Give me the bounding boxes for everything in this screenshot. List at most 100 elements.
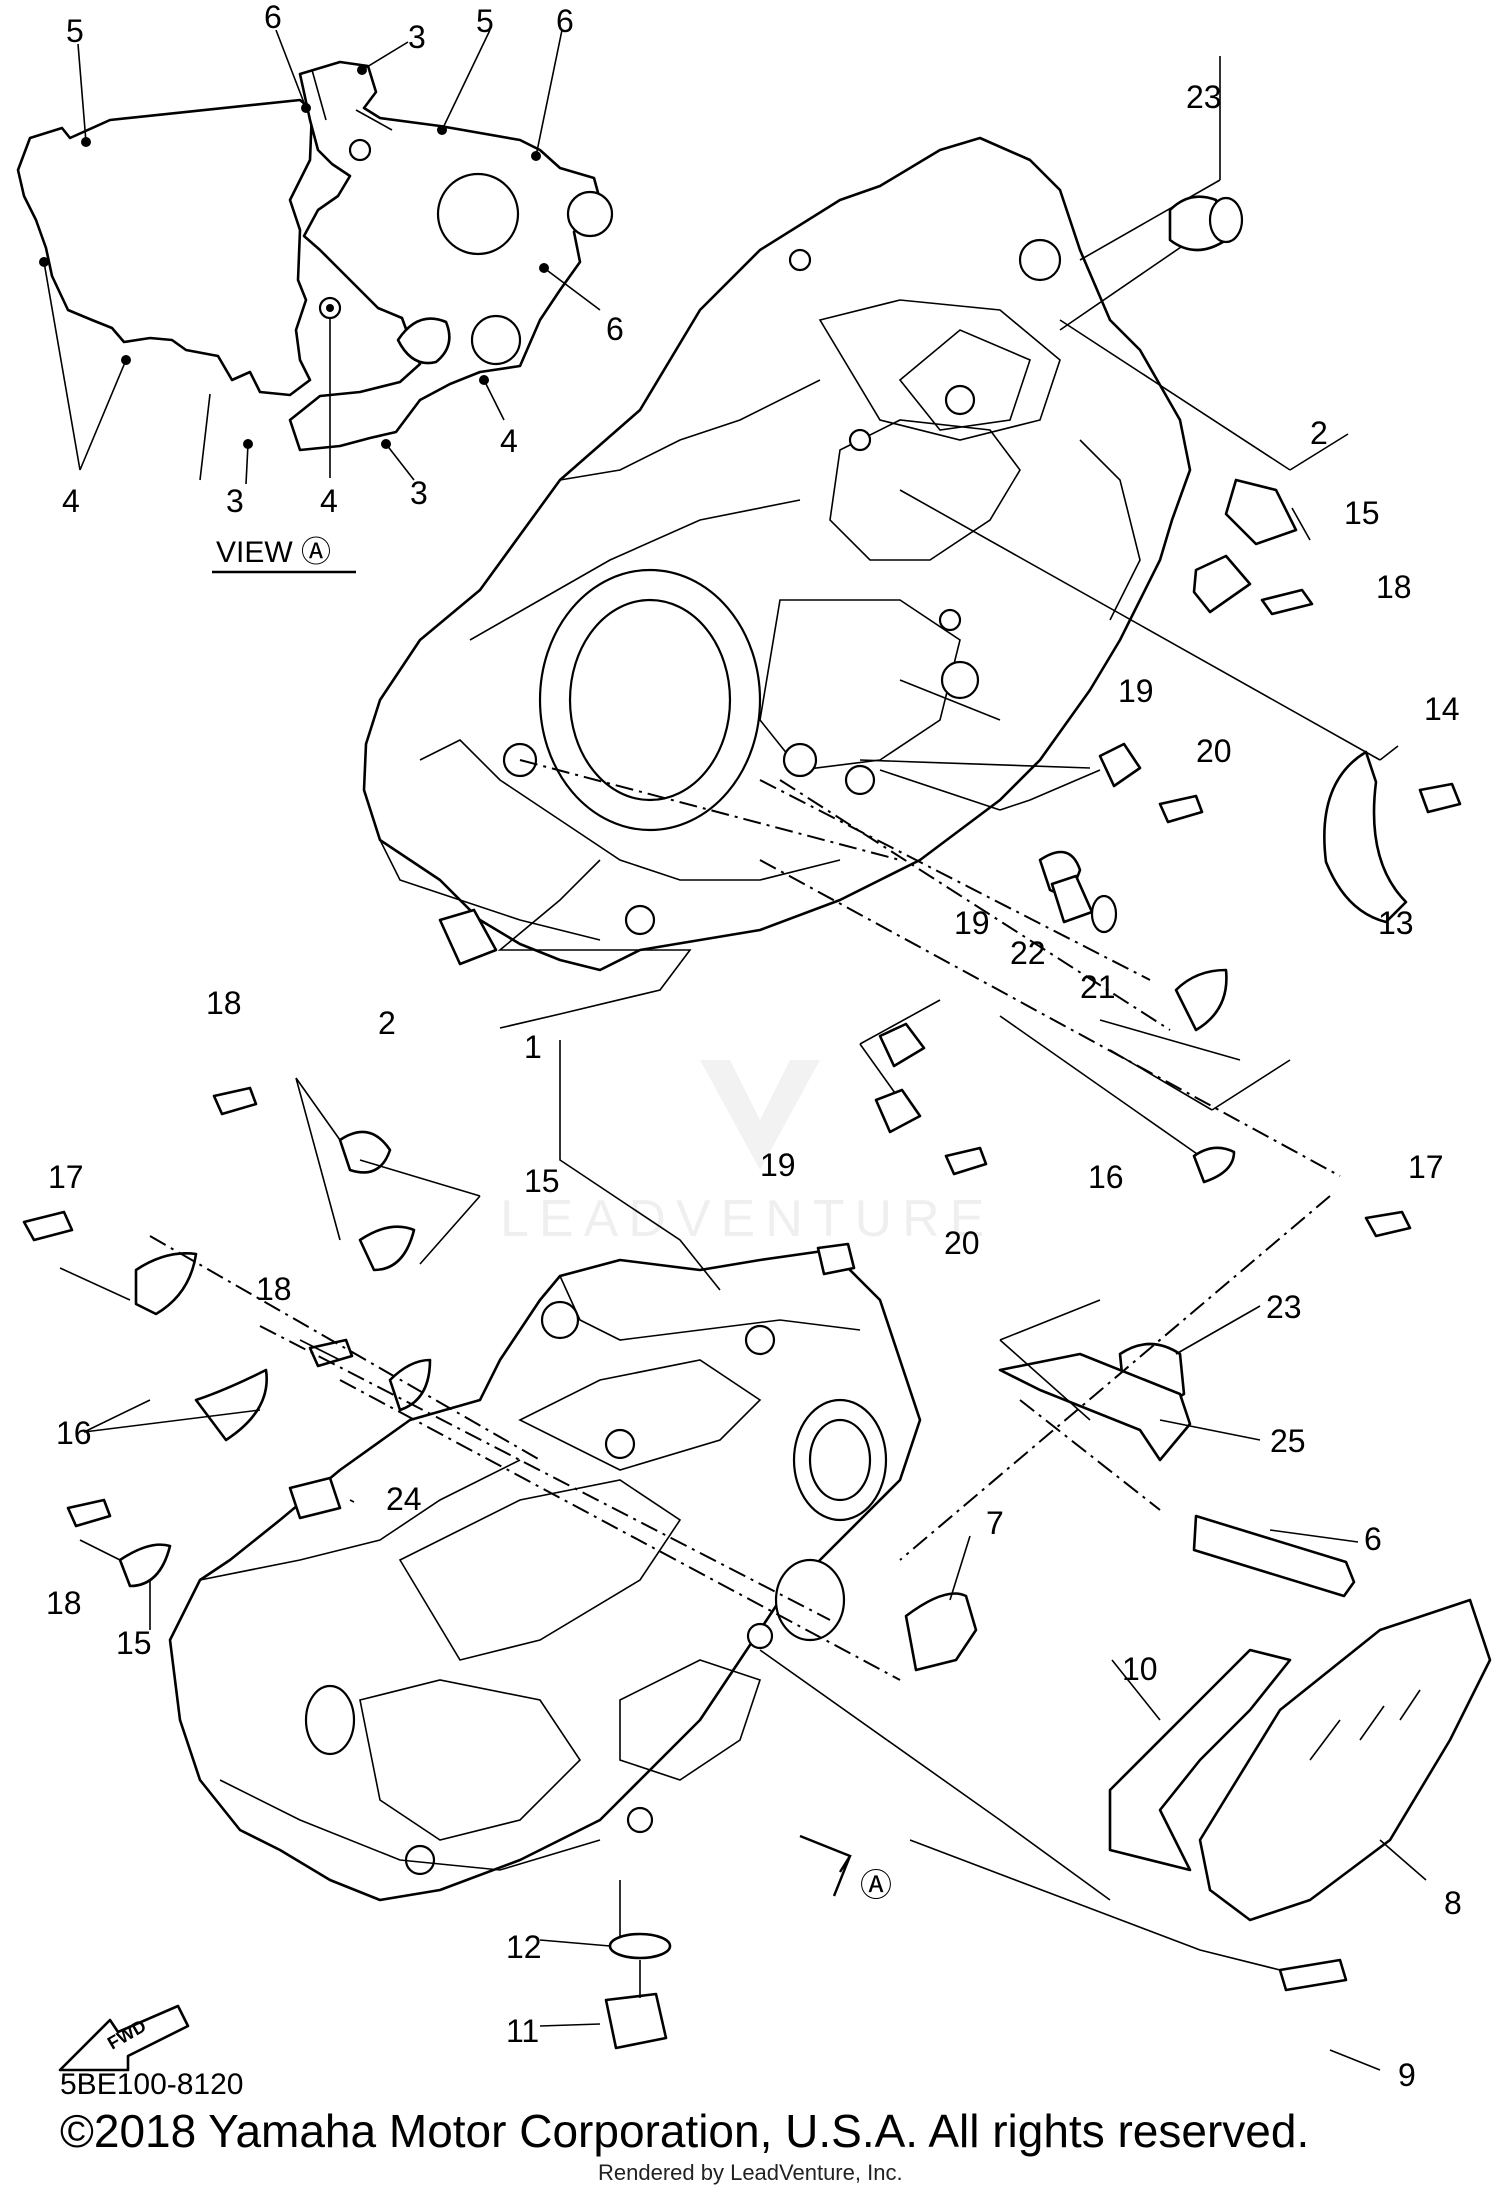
plate-7 (904, 1592, 978, 1672)
rendered-by-notice: Rendered by LeadVenture, Inc. (598, 2160, 903, 2185)
plate-15-mid-left (358, 1225, 416, 1272)
callout-23: 23 (1266, 1289, 1302, 1325)
view-callout-3: 3 (410, 475, 428, 511)
callout-19: 19 (1118, 673, 1154, 709)
dowel-pin-2-left (438, 908, 498, 966)
callout-2: 2 (1310, 415, 1328, 451)
callout-16: 16 (56, 1415, 92, 1451)
callout-16: 16 (1088, 1159, 1124, 1195)
leadventure-watermark: LEADVENTURE (500, 1060, 994, 1248)
callout-10: 10 (1122, 1651, 1158, 1687)
gasket-port-hole (470, 314, 522, 366)
callout-18: 18 (46, 1585, 82, 1621)
gasket-dowel-hole (348, 138, 372, 162)
bolt-14 (1418, 782, 1462, 814)
screw-18-top (1260, 588, 1314, 616)
callout-15: 15 (1344, 495, 1380, 531)
callout-9: 9 (1398, 2057, 1416, 2093)
guide-25 (998, 1352, 1192, 1462)
dowel-pin-2-top (1224, 478, 1298, 546)
diagram-code: 5BE100-8120 (60, 2068, 244, 2101)
plate-19-low-a (878, 1022, 926, 1068)
cover-8 (1198, 1598, 1492, 1922)
callout-2: 2 (378, 1005, 396, 1041)
callout-12: 12 (506, 1929, 542, 1965)
bolt-9 (1278, 1958, 1348, 1992)
svg-text:LEADVENTURE: LEADVENTURE (500, 1190, 994, 1248)
gasket-small-hole (566, 190, 614, 238)
callout-17: 17 (48, 1159, 84, 1195)
plate-16-left-bottom (194, 1368, 268, 1442)
callout-23: 23 (1186, 79, 1222, 115)
top-tab (816, 1242, 856, 1276)
view-callout-4: 4 (62, 483, 80, 519)
collar-22 (1050, 874, 1094, 924)
drain-plug-11 (604, 1992, 668, 2050)
plate-16-top (1174, 968, 1228, 1032)
screw-17-right (1364, 1210, 1412, 1238)
plate-16-left-top (134, 1252, 198, 1316)
arrow-a (799, 1834, 852, 1897)
view-callout-4: 4 (500, 423, 518, 459)
guard-10 (1108, 1648, 1292, 1872)
callout-19: 19 (954, 905, 990, 941)
gasket-outline-right (288, 60, 602, 452)
view-callout-6: 6 (556, 3, 574, 39)
plate-16-lower (1192, 1146, 1236, 1184)
part-callouts: 23 2 15 18 14 19 20 13 19 22 21 2 1 18 1… (46, 79, 1462, 2093)
view-callout-6: 6 (606, 311, 624, 347)
lower-crankcase-body (168, 1248, 922, 1902)
lower-small-parts: FWD (22, 1086, 1492, 2072)
callout-15: 15 (116, 1625, 152, 1661)
lower-leader-lines (59, 1040, 1427, 2071)
callout-14: 14 (1424, 691, 1460, 727)
crankcase-right-half (362, 136, 1192, 972)
callout-18: 18 (256, 1271, 292, 1307)
view-callout-3: 3 (226, 483, 244, 519)
bolt-20-top (1158, 794, 1204, 824)
washer-21 (1090, 894, 1118, 934)
view-a-gasket-inset: 5 6 3 5 6 6 4 4 3 4 3 VIEW Ⓐ (16, 0, 624, 574)
callout-6: 6 (1364, 1521, 1382, 1557)
callout-11: 11 (506, 2013, 539, 2049)
crankcase-left-half (168, 1242, 922, 1902)
plate-15-top (1192, 554, 1252, 614)
callout-1: 1 (524, 1029, 542, 1065)
view-callout-5: 5 (66, 13, 84, 49)
view-callout-3: 3 (408, 19, 426, 55)
callout-24: 24 (386, 1481, 422, 1517)
nut-24 (288, 1476, 342, 1520)
plate-13 (1323, 750, 1408, 924)
plate-19-top (1098, 742, 1142, 788)
callout-15: 15 (524, 1163, 560, 1199)
callout-13: 13 (1378, 905, 1414, 941)
callout-22: 22 (1010, 935, 1046, 971)
gasket-outline-left (16, 98, 314, 397)
gasket-12 (608, 1932, 672, 1960)
screw-18-upper-left (212, 1086, 258, 1116)
view-callout-5: 5 (476, 3, 494, 39)
callout-7: 7 (986, 1505, 1004, 1541)
callout-17: 17 (1408, 1149, 1444, 1185)
screw-17-left (22, 1210, 74, 1242)
screw-18-lower-left (66, 1498, 112, 1528)
bolt-20-low (944, 1146, 988, 1176)
callout-25: 25 (1270, 1423, 1306, 1459)
callout-18: 18 (1376, 569, 1412, 605)
copyright-notice: ©2018 Yamaha Motor Corporation, U.S.A. A… (60, 2105, 1310, 2157)
callout-21: 21 (1080, 969, 1116, 1005)
callout-18: 18 (206, 985, 242, 1021)
fwd-arrow (58, 2004, 190, 2072)
callout-20: 20 (1196, 733, 1232, 769)
view-a-label: VIEW Ⓐ (216, 536, 331, 569)
upper-small-parts (438, 195, 1462, 1238)
gasket-bore-hole (436, 172, 520, 256)
callout-8: 8 (1444, 1885, 1462, 1921)
arrow-a-label: Ⓐ (860, 1867, 892, 1903)
gasket-oval-hole (396, 317, 451, 365)
callout-20: 20 (944, 1225, 980, 1261)
plate-15-upper-left (338, 1130, 392, 1174)
plate-19-low-b (874, 1088, 922, 1134)
plate-15-lower-left (118, 1543, 172, 1588)
